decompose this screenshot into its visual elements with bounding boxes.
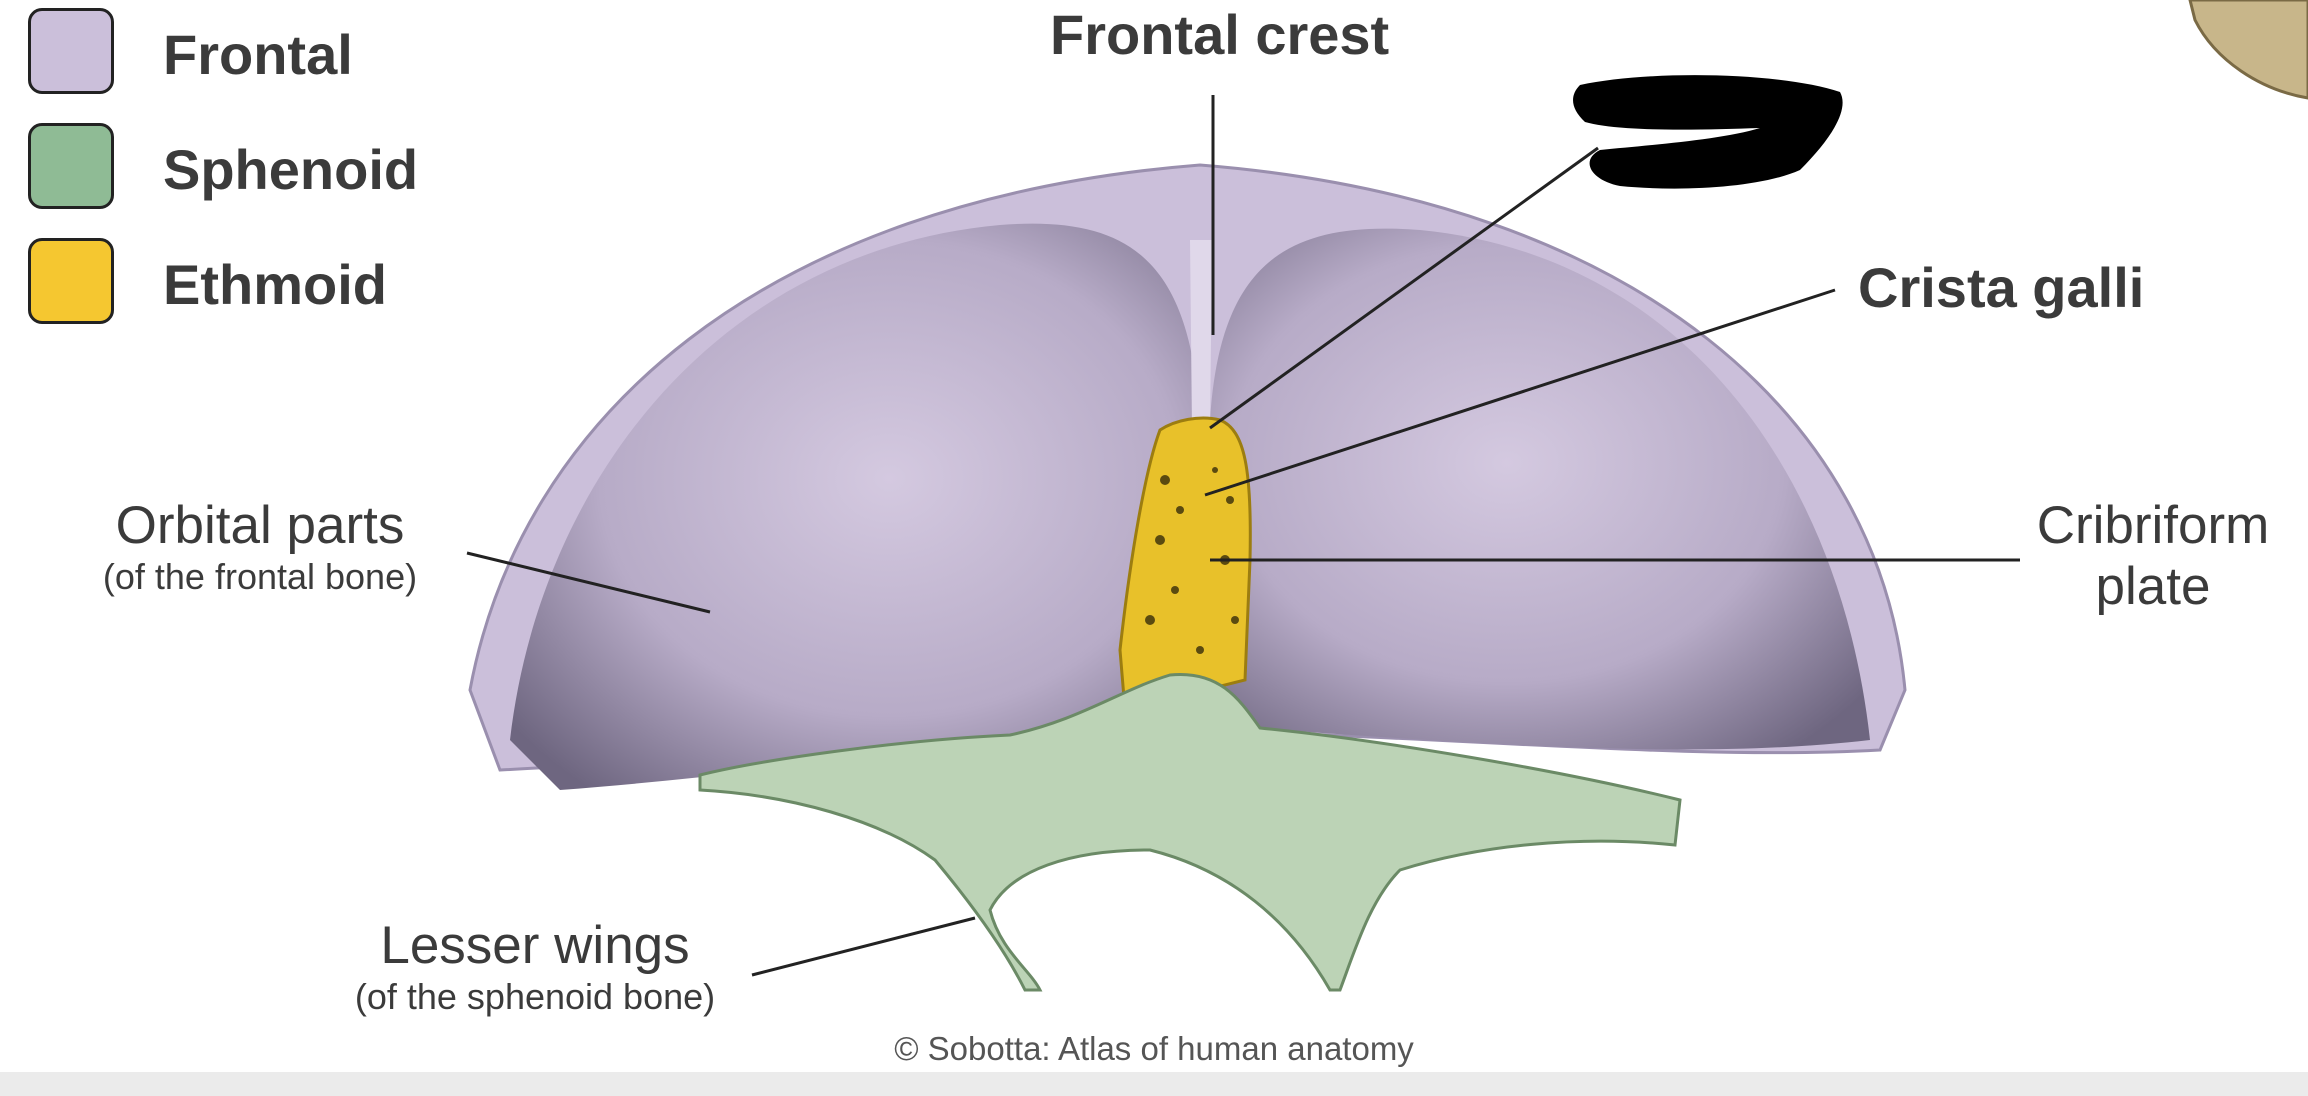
legend-item-sphenoid: Sphenoid — [28, 123, 428, 215]
label-cribriform-line2: plate — [2095, 557, 2211, 616]
left-orbital-part — [510, 223, 1200, 790]
label-orbital-parts-sub: (of the frontal bone) — [102, 556, 418, 597]
label-crista-galli: Crista galli — [1858, 256, 2145, 319]
label-orbital-parts-main: Orbital parts — [115, 496, 405, 555]
legend-label-sphenoid: Sphenoid — [163, 138, 419, 201]
redaction-scribble — [1573, 75, 1843, 189]
legend-label-ethmoid: Ethmoid — [163, 253, 387, 316]
legend-label-frontal: Frontal — [163, 23, 353, 86]
label-frontal-crest: Frontal crest — [1050, 3, 1390, 66]
label-lesser-wings-sub: (of the sphenoid bone) — [354, 976, 716, 1017]
lesser-wings-line — [751, 916, 976, 977]
crista-galli-line — [1204, 288, 1836, 497]
label-orbital-parts: Orbital parts (of the frontal bone) — [60, 495, 460, 598]
corner-object — [2188, 0, 2308, 100]
redacted-label-line — [1209, 146, 1599, 430]
label-lesser-wings: Lesser wings (of the sphenoid bone) — [320, 915, 750, 1018]
sphenoid-swatch — [28, 123, 114, 209]
frontal-swatch — [28, 8, 114, 94]
label-lesser-wings-main: Lesser wings — [380, 916, 690, 975]
sphenoid-bone — [698, 672, 1682, 992]
right-orbital-part — [1210, 228, 1870, 750]
label-cribriform-line1: Cribriform — [2036, 496, 2270, 555]
frontal-crest-ridge — [1190, 240, 1212, 430]
ethmoid-swatch — [28, 238, 114, 324]
legend-item-frontal: Frontal — [28, 8, 428, 100]
legend-item-ethmoid: Ethmoid — [28, 238, 428, 330]
copyright-notice: © Sobotta: Atlas of human anatomy — [894, 1030, 1414, 1067]
orbital-parts-line — [466, 551, 711, 614]
label-cribriform-plate: Cribriform plate — [2018, 495, 2288, 617]
bottom-band — [0, 1072, 2308, 1096]
